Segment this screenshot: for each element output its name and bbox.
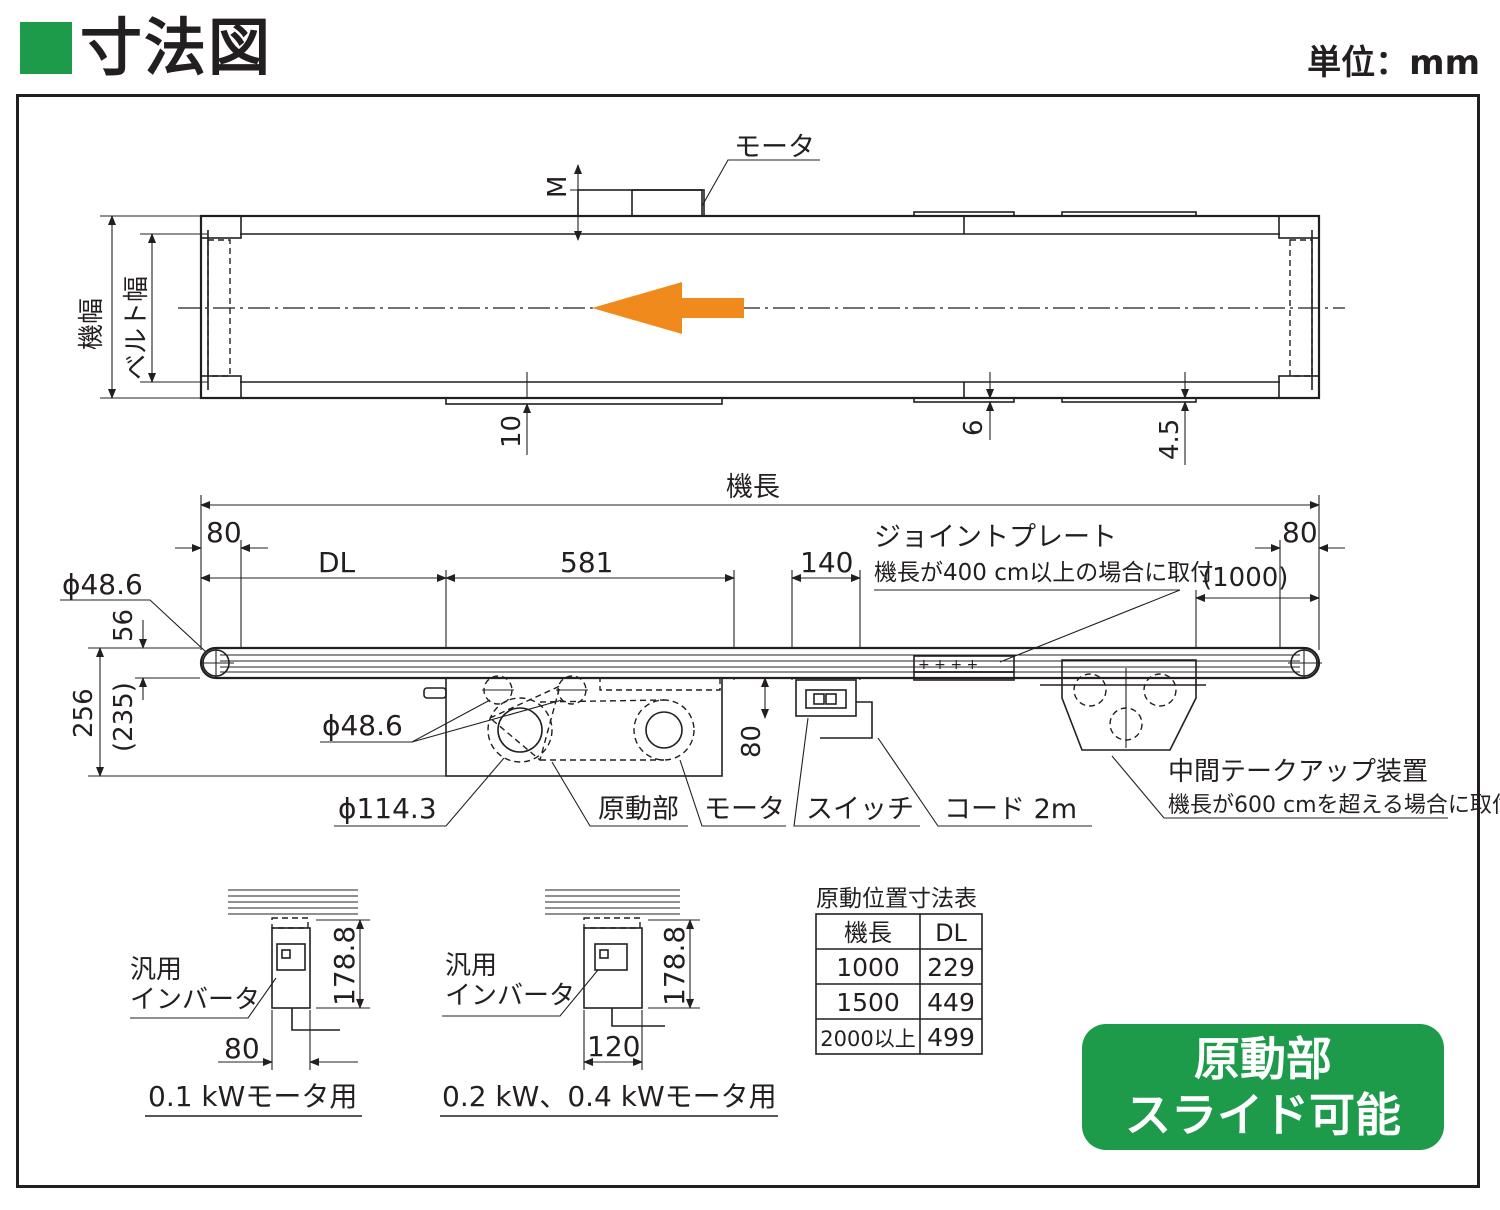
dim-140: 140 [800,546,853,579]
drive-unit-label: 原動部 [598,794,679,825]
inverter-1-width: 80 [224,1032,260,1065]
dl-table-cell: 449 [927,988,975,1017]
dl-table-header-dl: DL [935,919,967,947]
dim-80-right: 80 [1282,516,1318,549]
inverter-1-caption: 0.1 kWモータ用 [148,1080,357,1113]
page-title: 寸法図 [80,11,273,84]
unit-label: 単位：mm [1307,43,1480,83]
machine-width-label: 機幅 [77,298,107,350]
dim-dl: DL [318,546,356,579]
dim-4-5: 4.5 [1155,419,1185,460]
inverter-1-label-1: 汎用 [130,955,182,985]
joint-plate-note: 機長が400 cm以上の場合に取付 [874,560,1213,586]
inverter-2-label-1: 汎用 [445,951,497,981]
dim-256: 256 [69,688,99,738]
drive-pulley [497,707,543,753]
dl-table-cell: 1500 [836,988,900,1017]
joint-plate-label: ジョイントプレート [874,522,1117,553]
top-view: モータ M 機幅 ベルト幅 10 6 4.5 [77,132,1345,465]
inverter-2-height: 178.8 [658,926,691,1006]
switch-label: スイッチ [806,794,914,825]
dl-table-cell: 1000 [836,953,900,982]
machine-length-label: 機長 [726,472,780,503]
dim-80-left: 80 [206,516,242,549]
phi-48-6-mid: ϕ48.6 [322,709,403,742]
dim-m: M [543,176,573,198]
inverter-box [271,927,311,1009]
dl-table-header-length: 機長 [844,919,892,947]
phi-114-3: ϕ114.3 [338,792,437,825]
inverter-2-width: 120 [587,1030,640,1063]
title-marker [20,22,72,74]
takeup-label: 中間テークアップ装置 [1168,757,1428,787]
inverter-1-height: 178.8 [328,926,361,1006]
dim-235: (235) [109,682,139,752]
belt-width-label: ベルト幅 [122,276,152,380]
arrow-left-icon [592,282,744,334]
dl-table-cell: 229 [927,953,975,982]
badge-line-1: 原動部 [1194,1032,1332,1086]
inverter-view-1: 178.8 汎用 インバータ 80 0.1 kWモータ用 [130,889,370,1117]
motor-label: モータ [734,132,815,163]
phi-48-6-top: ϕ48.6 [62,568,143,601]
inverter-view-2: 178.8 汎用 インバータ 120 0.2 kW、0.4 kWモータ用 [440,889,778,1117]
takeup-unit [1061,659,1197,751]
dl-table-title: 原動位置寸法表 [816,886,977,912]
slide-badge: 原動部 スライド可能 [1082,1024,1444,1150]
takeup-note: 機長が600 cmを超える場合に取付 [1168,793,1500,818]
svg-text:+ + + +: + + + + [918,657,978,673]
inverter-box [583,927,643,1009]
dim-581: 581 [560,546,613,579]
badge-line-2: スライド可能 [1125,1088,1401,1142]
switch-box [795,679,857,717]
dl-table-cell: 499 [927,1023,975,1052]
motor-label-side: モータ [704,794,785,825]
drawing-frame [16,94,1480,1188]
cord-label: コード 2m [944,794,1077,825]
side-view: 機長 80 80 DL 581 140 (1000) [60,472,1500,827]
belt-frame [199,646,1321,680]
dim-6: 6 [959,419,989,436]
inverter-2-label-2: インバータ [445,981,575,1011]
dim-56: 56 [109,609,139,642]
conveyor-frame-outline [199,214,1321,400]
end-bracket [200,215,242,239]
dim-80-vertical: 80 [737,725,767,758]
inverter-2-caption: 0.2 kW、0.4 kWモータ用 [442,1080,777,1113]
motor-box [577,189,705,217]
dl-table: 原動位置寸法表 機長 DL 1000 229 1500 449 2000以上 4… [815,886,983,1055]
dl-table-cell: 2000以上 [820,1027,915,1051]
dim-1000: (1000) [1202,563,1288,593]
dim-10: 10 [497,415,527,448]
inverter-1-label-2: インバータ [130,985,260,1015]
drive-unit-box [445,677,723,777]
